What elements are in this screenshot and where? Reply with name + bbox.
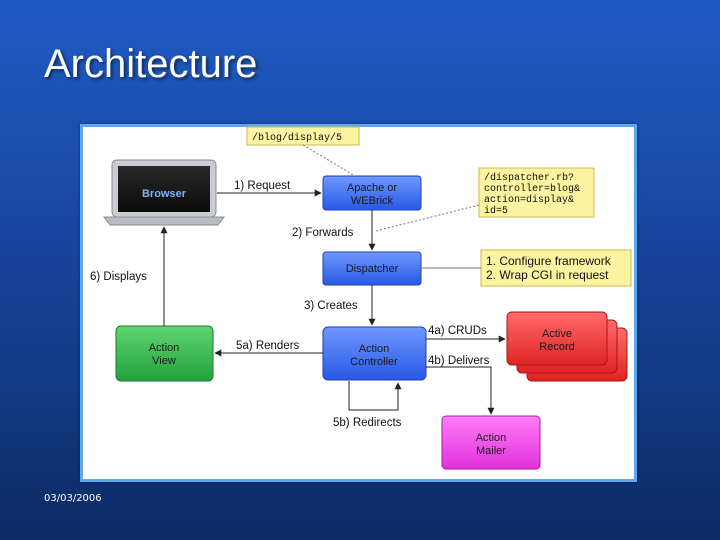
dispatcher-node: Dispatcher (322, 251, 422, 286)
url-note: /blog/display/5 (246, 126, 360, 146)
action-view-label-1: Action (149, 342, 180, 354)
action-mailer-label-2: Mailer (476, 445, 506, 457)
redirects-label: 5b) Redirects (333, 417, 402, 429)
framework-note-line-1: 1. Configure framework (486, 254, 612, 268)
delivers-label: 4b) Delivers (428, 355, 490, 367)
redirects-arrow (348, 381, 402, 411)
browser-laptop-icon: Browser (103, 159, 225, 226)
dispatcher-url-note: /dispatcher.rb? controller=blog& action=… (478, 167, 595, 218)
action-mailer-node: Action Mailer (441, 415, 541, 470)
action-controller-label-2: Controller (350, 356, 398, 368)
action-view-node: Action View (115, 325, 214, 382)
dispatcher-note-connector (375, 204, 480, 232)
apache-node: Apache or WEBrick (322, 175, 422, 211)
delivers-arrow (426, 366, 495, 415)
apache-label-1: Apache or (347, 182, 397, 194)
framework-note: 1. Configure framework 2. Wrap CGI in re… (480, 249, 632, 287)
displays-label: 6) Displays (90, 271, 147, 283)
slide-title: Architecture (44, 42, 258, 86)
action-controller-label-1: Action (359, 343, 390, 355)
renders-label: 5a) Renders (236, 340, 300, 352)
slide-date: 03/03/2006 (44, 493, 102, 504)
active-record-label-1: Active (542, 328, 572, 340)
dispatcher-label: Dispatcher (346, 263, 399, 275)
browser-label: Browser (142, 188, 187, 200)
dispatcher-url-line-2: controller=blog& (484, 183, 580, 195)
cruds-label: 4a) CRUDs (428, 325, 487, 337)
dispatcher-url-line-3: action=display& (484, 194, 574, 206)
creates-label: 3) Creates (304, 300, 358, 312)
action-mailer-label-1: Action (476, 432, 507, 444)
apache-label-2: WEBrick (351, 195, 394, 207)
active-record-node: Active Record (506, 311, 628, 382)
active-record-label-2: Record (539, 341, 574, 353)
forwards-label: 2) Forwards (292, 227, 354, 239)
dispatcher-url-line-4: id=5 (484, 205, 508, 217)
url-note-text: /blog/display/5 (252, 132, 342, 144)
url-note-connector (302, 144, 356, 177)
framework-note-line-2: 2. Wrap CGI in request (486, 268, 609, 282)
request-label: 1) Request (234, 180, 291, 192)
action-view-label-2: View (152, 355, 176, 367)
action-controller-node: Action Controller (322, 326, 427, 381)
dispatcher-url-line-1: /dispatcher.rb? (484, 172, 574, 184)
